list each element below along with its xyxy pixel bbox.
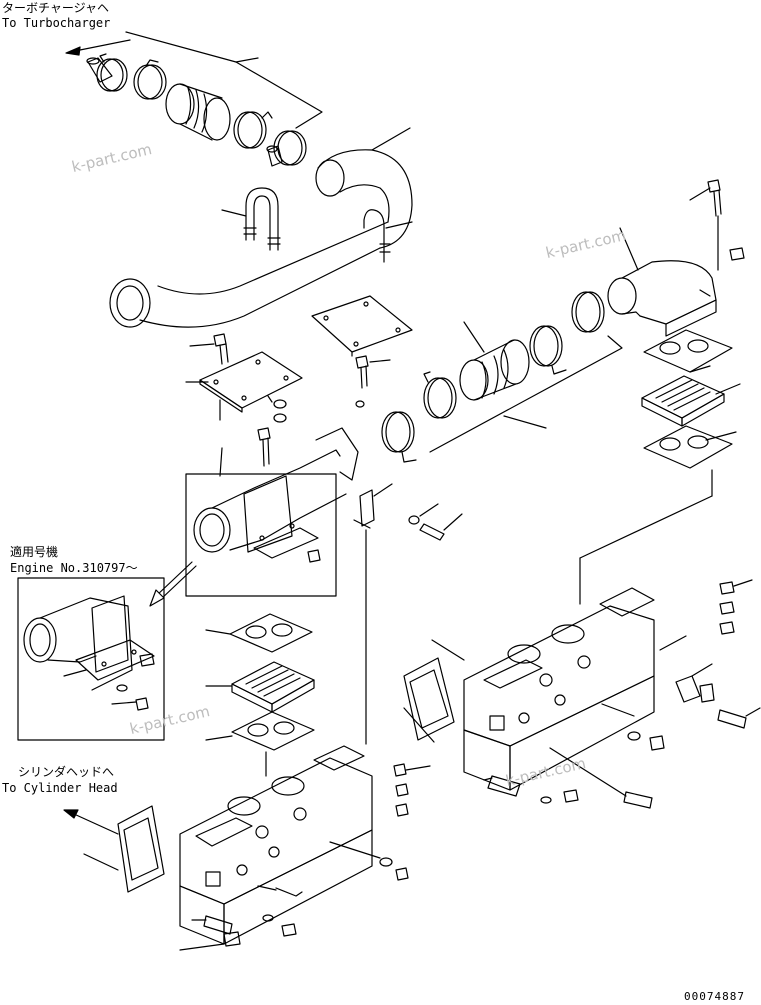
u-bolt-part <box>363 209 413 263</box>
callout-engine-en: Engine No.310797～ <box>10 561 138 575</box>
bolt-part <box>689 179 722 271</box>
heater-part <box>205 661 315 713</box>
turbo-hose-group <box>65 31 323 167</box>
hose-clamp-part <box>233 111 273 149</box>
pipe-stub-part <box>266 145 283 167</box>
plug-part <box>393 763 431 817</box>
plug-part <box>699 683 715 703</box>
bolt-part <box>483 775 521 797</box>
bolt-part <box>649 735 665 751</box>
plug-part <box>563 789 579 803</box>
callout-head-jp: シリンダヘッドへ <box>18 765 115 779</box>
bolt-part <box>355 355 391 389</box>
washer-part <box>262 914 274 922</box>
intake-manifold-left <box>179 745 373 945</box>
hose-clamp-part <box>96 53 128 92</box>
drawing-code: 00074887 <box>684 990 745 1003</box>
plug-part <box>729 247 745 261</box>
plug-part <box>307 549 321 563</box>
hose-clamp-part <box>133 59 167 100</box>
sensor-part <box>675 663 713 703</box>
plug-part <box>281 923 297 937</box>
washer-part <box>408 503 439 525</box>
variant-box <box>185 473 337 597</box>
gasket-part <box>403 657 455 743</box>
bolt-part <box>257 885 303 897</box>
mounting-plate-part <box>311 295 413 357</box>
intake-connector-part <box>193 427 359 559</box>
callout-head-en: To Cylinder Head <box>2 781 118 795</box>
plug-part <box>719 579 753 635</box>
pipe-stub-part <box>86 57 113 83</box>
heater-part <box>641 375 741 427</box>
gasket-part <box>83 805 165 893</box>
bolt-part <box>191 915 233 935</box>
washer-part <box>540 796 552 804</box>
washer-part <box>267 395 287 423</box>
mid-hose-group <box>381 291 623 463</box>
gasket-part <box>643 425 737 497</box>
hose-clamp-part <box>381 411 417 463</box>
mounting-plate-part <box>185 351 303 421</box>
bolt-part <box>257 427 271 467</box>
variant-arrow <box>149 561 197 607</box>
bolt-part <box>189 333 229 365</box>
air-pipe-part <box>109 127 413 328</box>
gasket-part <box>205 613 313 653</box>
bolt-part <box>111 697 149 711</box>
elbow-part <box>607 227 717 337</box>
flexible-hose-part <box>165 83 231 141</box>
gasket-part <box>643 329 733 373</box>
washer-part <box>355 400 365 408</box>
intake-manifold-right <box>463 495 713 791</box>
bolt-part <box>179 931 241 951</box>
washer-part <box>116 684 128 692</box>
bolt-part <box>717 707 761 729</box>
washer-part <box>627 731 641 741</box>
callout-turbo-en: To Turbocharger <box>2 16 111 30</box>
plug-part <box>395 867 409 881</box>
bracket-part <box>353 483 393 745</box>
gasket-part <box>205 711 315 751</box>
callout-engine-jp: 適用号機 <box>10 545 59 559</box>
plug-part <box>139 653 155 667</box>
flexible-hose-part <box>459 339 530 401</box>
cylinder-head-arrow <box>63 809 119 835</box>
washer-part <box>329 841 393 867</box>
u-bolt-part <box>221 187 281 251</box>
bolt-part <box>549 747 653 809</box>
intake-connector-variant <box>23 595 155 691</box>
hose-clamp-part <box>529 325 567 375</box>
bolt-part <box>419 513 463 541</box>
hose-clamp-part <box>571 291 605 333</box>
variant-detail-box <box>17 577 165 741</box>
hose-clamp-part <box>423 371 457 419</box>
callout-turbo-jp: ターボチャージャヘ <box>2 1 110 15</box>
